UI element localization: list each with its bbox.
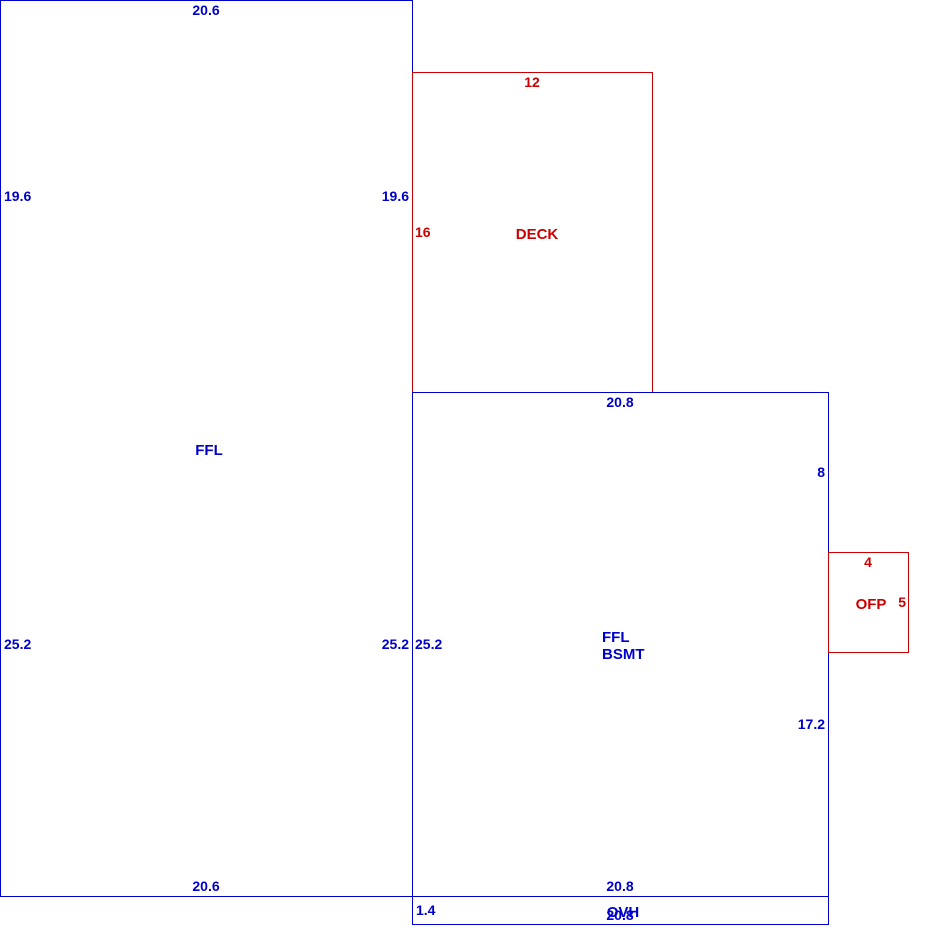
- ffl-bsmt-label-line2: BSMT: [602, 646, 645, 663]
- ffl-bsmt-right-upper-dim: 8: [817, 464, 825, 480]
- ffl-main-right-upper-dim: 19.6: [382, 188, 409, 204]
- ofp-top-dim: 4: [864, 554, 872, 570]
- ffl-bsmt-top-dim: 20.8: [606, 394, 633, 410]
- ffl-main-top-dim: 20.6: [192, 2, 219, 18]
- ffl-bsmt-bottom-dim: 20.8: [606, 878, 633, 894]
- deck-top-dim: 12: [524, 74, 540, 90]
- ovh-left-dim: 1.4: [416, 902, 436, 918]
- ffl-main-left-upper-dim: 19.6: [4, 188, 31, 204]
- ffl-bsmt-left-dim: 25.2: [415, 636, 442, 652]
- ovh-label: OVH: [607, 904, 640, 921]
- ffl-main-label: FFL: [195, 442, 223, 459]
- ofp-outline: [828, 552, 909, 653]
- ffl-bsmt-right-lower-dim: 17.2: [798, 716, 825, 732]
- ofp-label: OFP: [856, 596, 887, 613]
- ffl-main-left-lower-dim: 25.2: [4, 636, 31, 652]
- ofp-right-dim: 5: [898, 594, 906, 610]
- ffl-main-right-lower-dim: 25.2: [382, 636, 409, 652]
- ovh-outline: [412, 896, 829, 925]
- ovh-bottom-dim: 20.8: [606, 907, 633, 923]
- deck-left-dim: 16: [415, 224, 431, 240]
- deck-label: DECK: [516, 226, 559, 243]
- ffl-main-bottom-dim: 20.6: [192, 878, 219, 894]
- ffl-bsmt-label-line1: FFL: [602, 629, 630, 646]
